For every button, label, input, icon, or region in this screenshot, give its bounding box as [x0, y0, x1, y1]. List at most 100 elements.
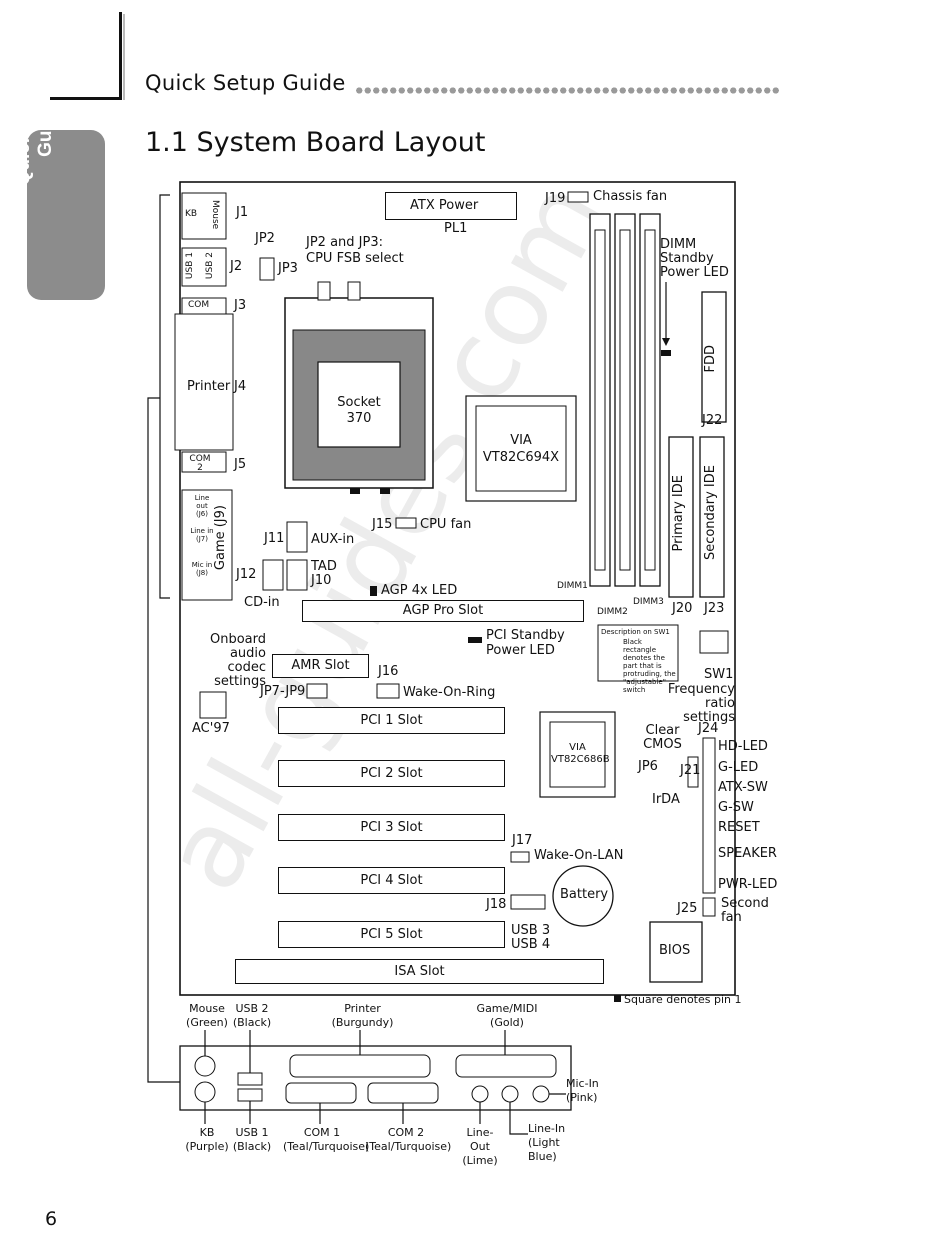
j22-label: J22: [702, 413, 723, 428]
page-title: 1.1 System Board Layout: [145, 127, 486, 158]
sw1-desc-title: Description on SW1: [601, 628, 670, 636]
header-dot-rule: [355, 86, 780, 95]
tad-label: TAD: [311, 559, 337, 574]
j15-label: J15: [372, 517, 393, 532]
battery-label: Battery: [560, 887, 609, 902]
rear-usb1-label: USB 1 (Black): [232, 1126, 272, 1153]
pci1-slot: PCI 1 Slot: [278, 707, 505, 734]
jp2-jp3-label: JP2 and JP3:: [306, 235, 383, 250]
j17-label: J17: [512, 833, 533, 848]
pci3-slot: PCI 3 Slot: [278, 814, 505, 841]
corner-line-horizontal: [50, 97, 122, 100]
game-label: Game (J9): [213, 505, 228, 571]
section-header: Quick Setup Guide: [145, 71, 346, 95]
audio-codec-settings-label: Onboard audio codec settings: [209, 632, 266, 689]
wake-on-lan-label: Wake-On-LAN: [534, 848, 624, 863]
line-out-label: Line out (J6): [194, 494, 210, 518]
usb1-label: USB 1: [185, 252, 195, 280]
j3-label: J3: [234, 298, 247, 313]
bios-label: BIOS: [659, 943, 691, 958]
corner-line-shadow: [123, 14, 125, 100]
cd-in-label: CD-in: [244, 595, 280, 610]
ac97-label: AC'97: [192, 721, 230, 736]
dimm2-label: DIMM2: [597, 607, 628, 617]
pl1-label: PL1: [444, 221, 468, 236]
side-tab: [27, 130, 105, 300]
dimm1-label: DIMM1: [557, 581, 588, 591]
j18-label: J18: [486, 897, 507, 912]
primary-ide-label: Primary IDE: [671, 475, 686, 552]
frequency-ratio-label: Frequency ratio settings: [667, 682, 735, 725]
usb34-label: USB 3 USB 4: [511, 923, 551, 952]
cpu-fan-label: CPU fan: [420, 517, 472, 532]
cpu-fsb-label: CPU FSB select: [306, 251, 404, 266]
page-number: 6: [45, 1208, 58, 1230]
via-southbridge-label: VIA VT82C686B: [551, 742, 610, 765]
com2-label: COM 2: [189, 454, 211, 473]
j24-label: J24: [698, 721, 719, 736]
atx-power-label: ATX Power: [410, 198, 479, 213]
j23-label: J23: [704, 601, 725, 616]
rear-kb-label: KB (Purple): [185, 1126, 229, 1153]
j21-label: J21: [680, 763, 701, 778]
j2-label: J2: [230, 259, 243, 274]
j10-label: J10: [311, 573, 332, 588]
chassis-fan-label: Chassis fan: [593, 189, 668, 204]
wake-on-ring-label: Wake-On-Ring: [403, 685, 496, 700]
j12-label: J12: [236, 567, 257, 582]
j19-label: J19: [545, 191, 566, 206]
g-sw-label: G-SW: [718, 800, 754, 815]
sw1-label: SW1: [704, 667, 734, 682]
kb-port-label: KB: [185, 209, 198, 219]
second-fan-label: Second fan: [721, 896, 769, 925]
amr-slot: AMR Slot: [272, 654, 369, 678]
pci4-slot: PCI 4 Slot: [278, 867, 505, 894]
atx-sw-label: ATX-SW: [718, 780, 768, 795]
rear-usb2-label: USB 2 (Black): [232, 1002, 272, 1029]
g-led-label: G-LED: [718, 760, 759, 775]
pwr-led-label: PWR-LED: [718, 877, 778, 892]
socket-label: Socket 370: [337, 395, 381, 426]
pci2-slot: PCI 2 Slot: [278, 760, 505, 787]
aux-in-label: AUX-in: [311, 532, 355, 547]
via-northbridge-label: VIA VT82C694X: [482, 433, 560, 465]
rear-com2-label: COM 2 (Teal/Turquoise): [365, 1126, 452, 1153]
isa-slot: ISA Slot: [235, 959, 604, 984]
j25-label: J25: [677, 901, 698, 916]
printer-label: Printer: [187, 379, 231, 394]
j5-label: J5: [234, 457, 247, 472]
rear-mouse-label: Mouse (Green): [186, 1002, 228, 1029]
usb2-label: USB 2: [205, 252, 215, 280]
clear-cmos-label: Clear CMOS: [643, 723, 682, 752]
rear-com1-label: COM 1 (Teal/Turquoise): [283, 1126, 370, 1153]
sw1-desc-note: Black rectangle denotes the part that is…: [623, 638, 676, 694]
line-in-label: Line in (J7): [190, 527, 214, 543]
com-label: COM: [188, 300, 210, 310]
agp-pro-slot: AGP Pro Slot: [302, 600, 584, 622]
j1-label: J1: [236, 205, 249, 220]
corner-line-vertical: [119, 12, 122, 99]
sw1-description: Description on SW1 Black rectangle denot…: [601, 628, 676, 694]
irda-label: IrDA: [652, 792, 680, 807]
jp6-label: JP6: [638, 759, 658, 774]
rear-line-out-label: Line-Out (Lime): [462, 1126, 498, 1167]
mic-in-label: Mic in (J8): [191, 561, 213, 577]
dimm3-label: DIMM3: [633, 597, 664, 607]
hd-led-label: HD-LED: [718, 739, 768, 754]
j16-label: J16: [378, 664, 399, 679]
reset-label: RESET: [718, 820, 760, 835]
j20-label: J20: [672, 601, 693, 616]
fdd-label: FDD: [703, 345, 718, 373]
j11-label: J11: [264, 531, 285, 546]
atx-power-connector: [385, 192, 517, 220]
rear-line-in-label: Line-In (Light Blue): [528, 1122, 566, 1163]
rear-mic-in-label: Mic-In (Pink): [566, 1077, 599, 1104]
dimm-led-label: DIMM Standby Power LED: [660, 237, 729, 280]
pin1-note: Square denotes pin 1: [624, 993, 742, 1006]
mouse-port-label: Mouse: [210, 200, 220, 230]
agp-led-label: AGP 4x LED: [381, 583, 458, 598]
pci-standby-led-label: PCI Standby Power LED: [486, 628, 565, 658]
jp7-jp9-label: JP7-JP9: [260, 684, 306, 699]
jp2-label: JP2: [255, 231, 275, 246]
